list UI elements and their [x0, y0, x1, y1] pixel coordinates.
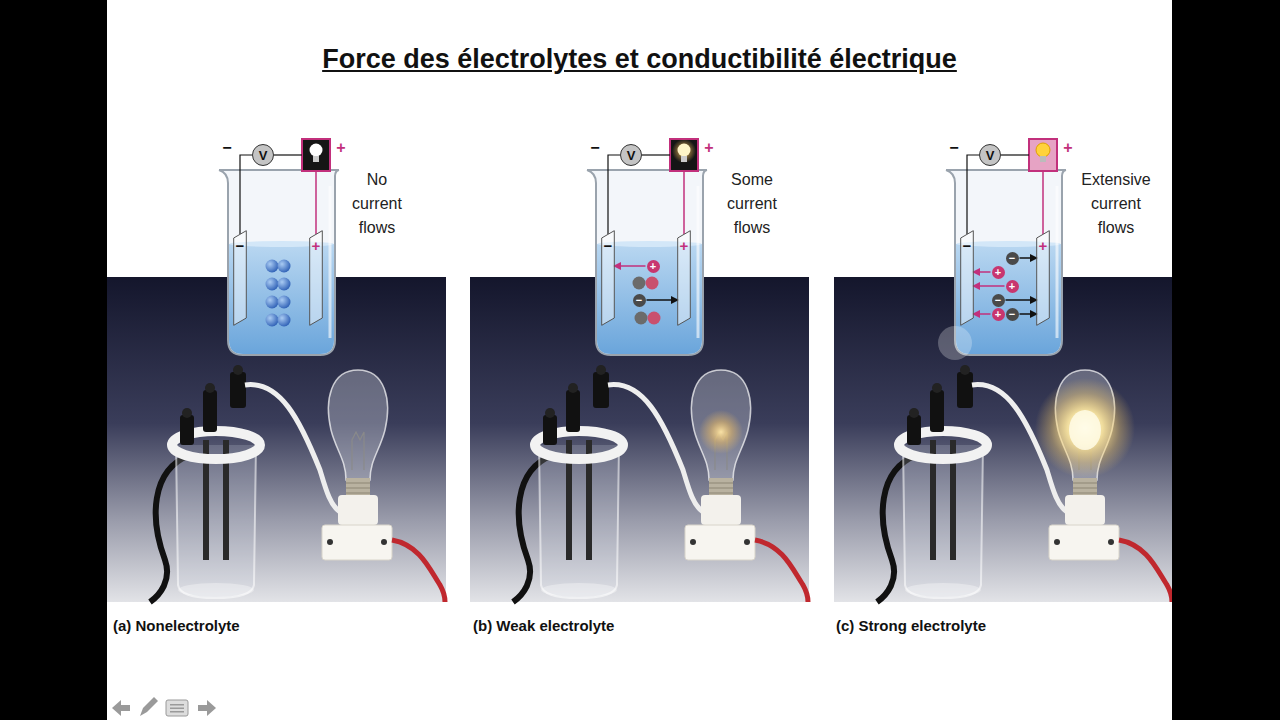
- current-note: Extensive current flows: [1080, 168, 1152, 240]
- meter-letter: V: [986, 149, 995, 162]
- charge-sign: −: [604, 238, 613, 254]
- current-note: Some current flows: [716, 168, 788, 240]
- anion: −: [992, 294, 1005, 307]
- charge-sign: −: [1009, 253, 1015, 264]
- charge-sign: +: [650, 261, 656, 272]
- charge-sign: +: [995, 309, 1001, 320]
- meter-letter: V: [627, 149, 636, 162]
- beaker-drawings: [219, 170, 1066, 355]
- ion-arrow: [647, 299, 679, 301]
- charge-sign: +: [1039, 238, 1048, 254]
- electrode-plate: +: [677, 230, 691, 326]
- ion-arrow: [1006, 299, 1038, 301]
- voltmeter-symbol: V: [620, 144, 642, 166]
- letterbox: [0, 0, 107, 720]
- charge-sign: −: [236, 238, 245, 254]
- cation: +: [992, 308, 1005, 321]
- polarity-sign: +: [702, 139, 716, 157]
- electrode-plate: −: [233, 230, 247, 326]
- ion-arrow: [973, 271, 991, 273]
- ion-arrow: [614, 265, 646, 267]
- charge-sign: +: [312, 238, 321, 254]
- ion-arrow: [1020, 257, 1038, 259]
- slide-title: Force des électrolytes et conductibilité…: [107, 44, 1172, 75]
- charge-sign: −: [963, 238, 972, 254]
- ion-arrow: [1020, 313, 1038, 315]
- polarity-sign: +: [1061, 139, 1075, 157]
- charge-sign: −: [995, 295, 1001, 306]
- polarity-sign: −: [588, 139, 602, 157]
- ion-arrow: [973, 313, 991, 315]
- charge-sign: +: [680, 238, 689, 254]
- current-note: No current flows: [341, 168, 413, 240]
- ion-arrow: [973, 285, 1005, 287]
- cation: +: [992, 266, 1005, 279]
- wire: [240, 155, 252, 234]
- charge-sign: −: [636, 295, 642, 306]
- electrode-plate: +: [1036, 230, 1050, 326]
- letterbox: [1172, 0, 1280, 720]
- wire: [967, 155, 979, 234]
- polarity-sign: −: [947, 139, 961, 157]
- panel-caption: (a) Nonelectrolyte: [113, 617, 240, 635]
- electrode-plate: −: [960, 230, 974, 326]
- voltmeter-symbol: V: [979, 144, 1001, 166]
- voltmeter-symbol: V: [252, 144, 274, 166]
- charge-sign: −: [1009, 309, 1015, 320]
- cation: +: [647, 260, 660, 273]
- bulb-symbols: [302, 139, 1057, 171]
- anion: −: [633, 294, 646, 307]
- charge-sign: +: [995, 267, 1001, 278]
- panel-caption: (c) Strong electrolyte: [836, 617, 986, 635]
- pointer-highlight: [938, 326, 972, 360]
- wire: [608, 155, 620, 234]
- cation: +: [1006, 280, 1019, 293]
- anion: −: [1006, 252, 1019, 265]
- polarity-sign: +: [334, 139, 348, 157]
- polarity-sign: −: [220, 139, 234, 157]
- anion: −: [1006, 308, 1019, 321]
- panel-caption: (b) Weak electrolyte: [473, 617, 614, 635]
- electrode-plate: +: [309, 230, 323, 326]
- electrode-plate: −: [601, 230, 615, 326]
- meter-letter: V: [259, 149, 268, 162]
- nav-icons: [112, 697, 216, 716]
- charge-sign: +: [1009, 281, 1015, 292]
